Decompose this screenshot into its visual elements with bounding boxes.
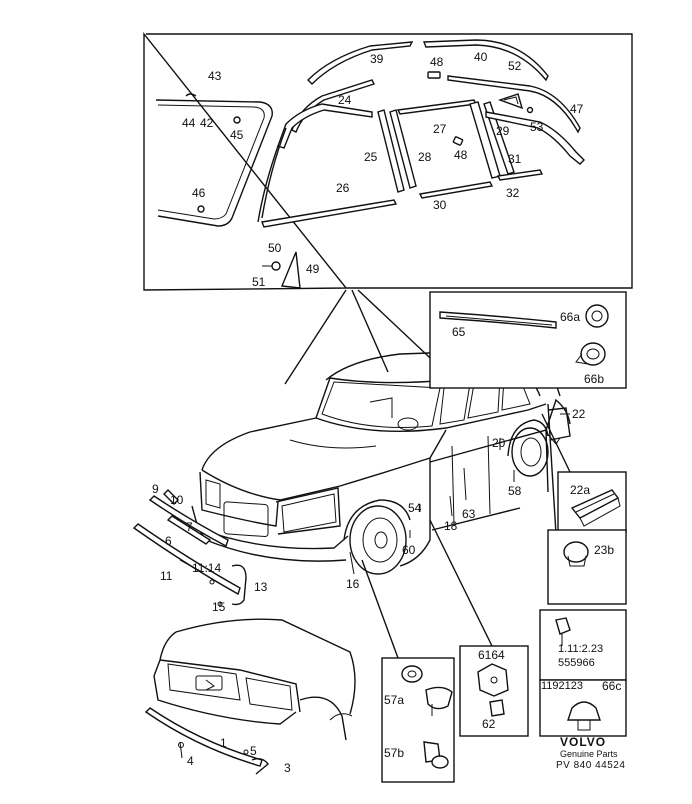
label-15: 15 xyxy=(212,600,226,614)
label-555966: 555966 xyxy=(558,657,595,669)
label-57b: 57b xyxy=(384,746,404,760)
label-46: 46 xyxy=(192,186,206,200)
label-27: 27 xyxy=(433,122,447,136)
brand-code: PV 840 44524 xyxy=(556,760,625,771)
label-4: 4 xyxy=(187,754,194,768)
callout-22a xyxy=(557,471,627,533)
label-13: 13 xyxy=(254,580,268,594)
label-57a: 57a xyxy=(384,693,404,707)
label-7: 7 xyxy=(186,520,193,534)
label-16: 16 xyxy=(346,577,360,591)
label-10: 10 xyxy=(170,493,184,507)
label-17-192123: 1192123 xyxy=(541,680,583,692)
label-44: 44 xyxy=(182,116,196,130)
strip-28 xyxy=(389,109,417,189)
callout-23b xyxy=(547,529,627,605)
label-49: 49 xyxy=(306,262,320,276)
label-31: 31 xyxy=(508,152,522,166)
label-20: 20 xyxy=(492,436,506,450)
label-25: 25 xyxy=(364,150,378,164)
label-1: 1 xyxy=(220,736,227,750)
brand-subtitle: Genuine Parts xyxy=(560,749,618,759)
label-48-mid: 48 xyxy=(454,148,468,162)
strip-47 xyxy=(447,75,581,134)
callout-clips-right xyxy=(539,609,627,737)
label-51: 51 xyxy=(252,275,266,289)
label-39: 39 xyxy=(370,52,384,66)
label-6: 6 xyxy=(165,534,172,548)
label-32: 32 xyxy=(506,186,520,200)
label-30: 30 xyxy=(433,198,447,212)
strip-24 xyxy=(277,103,373,149)
label-60: 60 xyxy=(402,543,416,557)
label-24: 24 xyxy=(338,93,352,107)
label-54: 54 xyxy=(408,501,422,515)
label-66c: 66c xyxy=(602,679,621,693)
strip-39 xyxy=(307,41,414,85)
top-inset-panel xyxy=(143,31,633,385)
front-trim-strips xyxy=(132,489,247,607)
brand-name: VOLVO xyxy=(560,735,606,749)
label-29: 29 xyxy=(496,124,510,138)
label-6164: 6164 xyxy=(478,648,505,662)
label-5: 5 xyxy=(250,744,257,758)
label-40: 40 xyxy=(474,50,488,64)
strip-32 xyxy=(496,169,544,181)
label-48-top: 48 xyxy=(430,55,444,69)
label-9: 9 xyxy=(152,482,159,496)
label-11: 11 xyxy=(160,569,173,583)
part-49 xyxy=(280,251,301,289)
label-65: 65 xyxy=(452,325,466,339)
label-53: 53 xyxy=(530,120,544,134)
callout-65-66 xyxy=(429,291,627,389)
label-22a: 22a xyxy=(570,483,590,497)
label-52: 52 xyxy=(508,59,522,73)
label-50: 50 xyxy=(268,241,282,255)
clip-66b xyxy=(580,342,606,366)
label-43: 43 xyxy=(208,69,222,83)
label-18: 18 xyxy=(444,519,458,533)
label-1112-23: 1.11:2.23 xyxy=(558,643,603,655)
strip-1 xyxy=(144,707,263,767)
car-lower xyxy=(144,618,356,775)
label-63: 63 xyxy=(462,507,476,521)
callout-61-64 xyxy=(459,645,529,737)
strip-40 xyxy=(422,39,549,82)
label-45: 45 xyxy=(230,128,244,142)
strip-27 xyxy=(396,99,478,115)
label-3: 3 xyxy=(284,761,291,775)
label-23b: 23b xyxy=(594,543,614,557)
part-23b xyxy=(563,541,589,563)
strip-25 xyxy=(377,109,405,193)
strip-11 xyxy=(132,523,241,596)
label-66b: 66b xyxy=(584,372,604,386)
label-22: 22 xyxy=(572,407,586,421)
part-labels: 39 40 48 52 43 24 47 44 42 53 27 29 45 2… xyxy=(152,50,621,775)
clip-66a xyxy=(585,304,609,328)
label-28: 28 xyxy=(418,150,432,164)
label-11-14: 11:14 xyxy=(192,561,221,575)
callout-57 xyxy=(381,657,455,783)
label-58: 58 xyxy=(508,484,522,498)
label-47: 47 xyxy=(570,102,584,116)
strip-30 xyxy=(418,181,494,199)
label-62: 62 xyxy=(482,717,496,731)
label-26: 26 xyxy=(336,181,350,195)
clip-66c xyxy=(567,701,601,721)
strip-26 xyxy=(261,199,398,228)
brand-block: VOLVO Genuine Parts PV 840 44524 xyxy=(556,735,625,771)
label-66a: 66a xyxy=(560,310,580,324)
label-42: 42 xyxy=(200,116,214,130)
window-52 xyxy=(497,93,524,110)
strip-31 xyxy=(485,111,585,165)
